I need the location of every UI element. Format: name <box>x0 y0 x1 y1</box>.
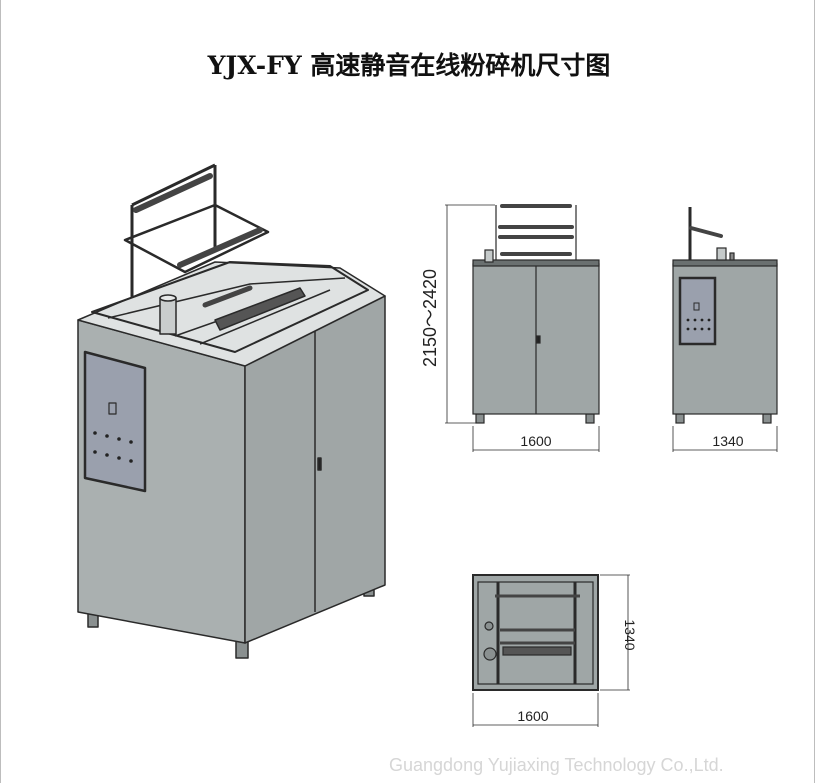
top-view: 1600 1340 <box>472 574 638 727</box>
front-rollers <box>498 204 574 256</box>
top-depth-dim: 1340 <box>622 619 638 650</box>
control-panel <box>83 350 147 493</box>
top-frame-bar <box>199 289 331 345</box>
door-handle <box>317 457 322 471</box>
feed-roller <box>214 287 306 331</box>
page-border-left <box>0 0 1 783</box>
front-width-dim: 1600 <box>520 433 551 449</box>
side-view: 1340 <box>672 207 778 452</box>
rack-bar <box>131 163 216 207</box>
side-width-dim: 1340 <box>712 433 743 449</box>
rack-roller <box>133 173 213 213</box>
front-view: 1600 2150～2420 <box>420 204 600 452</box>
top-frame-bar <box>107 277 346 319</box>
page-border-right <box>814 0 815 783</box>
height-dim: 2150～2420 <box>420 269 440 367</box>
inlet-pipe <box>159 297 177 335</box>
display-screen <box>108 402 117 415</box>
company-watermark: Guangdong Yujiaxing Technology Co.,Ltd. <box>389 755 724 775</box>
top-width-dim: 1600 <box>517 708 548 724</box>
page-title: YJX-FY 高速静音在线粉碎机尺寸图 <box>207 51 611 80</box>
rack-roller <box>177 227 263 268</box>
rack-frame <box>123 203 270 274</box>
top-cabinet <box>472 574 599 691</box>
top-frame <box>91 261 369 353</box>
inlet-pipe-top <box>159 294 177 302</box>
isometric-view <box>77 163 386 659</box>
side-control-panel <box>678 276 717 346</box>
rack-roller <box>202 285 253 308</box>
control-buttons <box>93 431 133 463</box>
